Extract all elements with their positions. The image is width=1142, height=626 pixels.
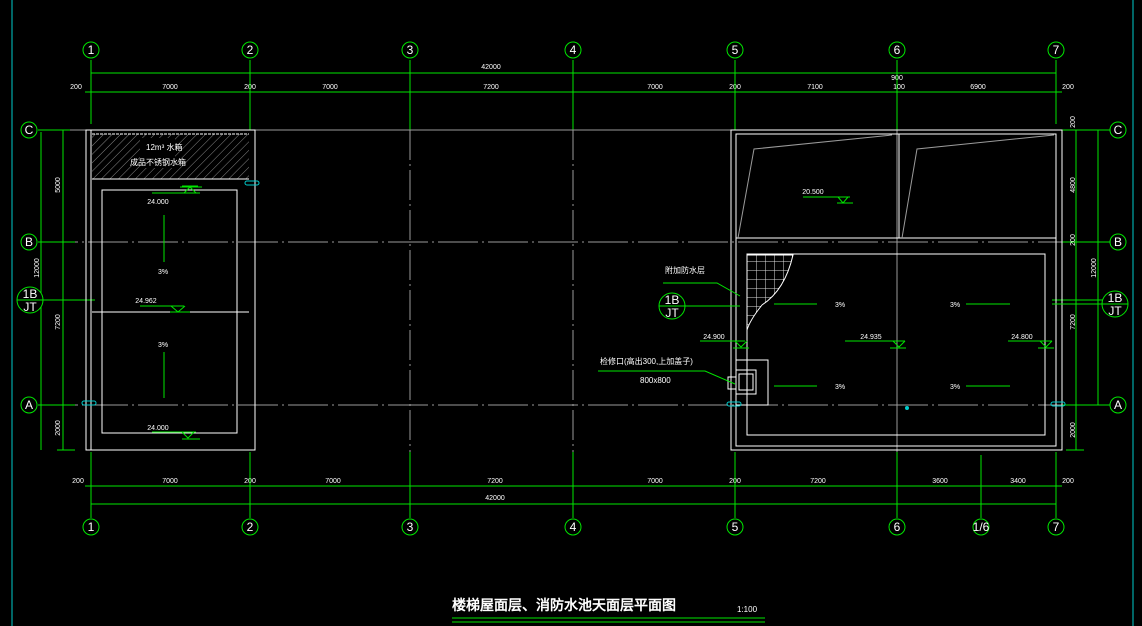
label-text: 4800 (1070, 177, 1077, 193)
label-text: 24.800 (1011, 334, 1033, 341)
label-text: 1B (23, 287, 38, 301)
label-text: 2 (247, 43, 254, 57)
dim-text: 7000 (322, 84, 338, 91)
label-text: 5 (732, 43, 739, 57)
label-text: 3% (835, 384, 845, 391)
dim-text: 7200 (483, 84, 499, 91)
dim-text: 200 (70, 84, 82, 91)
dim-text: 7000 (647, 478, 663, 485)
axis-bubbles-bottom: 1 2 3 4 5 6 1/6 7 (82, 518, 1065, 536)
stair-roof-plan: 12m³ 水箱 成品不锈钢水箱 3% 3% 24.000 24.962 24.0… (85, 129, 256, 451)
label-text: 7 (1053, 520, 1060, 534)
dim-text: 200 (1062, 478, 1074, 485)
dim-overall-top: 42000 (481, 64, 501, 71)
label-text: 1 (88, 43, 95, 57)
drawing-title: 楼梯屋面层、消防水池天面层平面图 (452, 597, 676, 613)
label-text: 7200 (1070, 314, 1077, 330)
dim-text: 7000 (162, 478, 178, 485)
label-text: 6 (894, 520, 901, 534)
label-text: B (1114, 235, 1122, 249)
label-text: 6 (894, 43, 901, 57)
waterproof-note-label: 附加防水层 (665, 265, 705, 275)
label-text: 24.000 (147, 199, 169, 206)
label-text: 3 (407, 43, 414, 57)
dim-text: 7200 (487, 478, 503, 485)
label-text: JT (1108, 304, 1122, 318)
drawing-title-block: 楼梯屋面层、消防水池天面层平面图 1:100 (452, 597, 765, 623)
label-text: 2000 (55, 420, 62, 436)
label-text: 3% (158, 269, 168, 276)
label-text: A (25, 398, 33, 412)
side-dimensions: 5000 12000 7200 2000 200 4800 200 12000 … (34, 116, 1098, 438)
label-text: B (25, 235, 33, 249)
row-grid-lines (38, 129, 1110, 451)
column-grid-lines (90, 60, 1057, 518)
label-text: 1B (665, 293, 680, 307)
label-text: 4 (570, 43, 577, 57)
drawing-scale: 1:100 (737, 605, 758, 614)
hatch-size-label: 800x800 (640, 376, 671, 385)
label-text: C (1114, 123, 1123, 137)
label-text: 12000 (1091, 258, 1098, 278)
label-text: 1/6 (973, 520, 990, 534)
label-text: 200 (1070, 234, 1077, 246)
label-text: JT (23, 300, 37, 314)
dim-text: 200 (72, 478, 84, 485)
top-dimensions: 42000 900 200 7000 200 7000 7200 7000 20… (70, 64, 1074, 93)
label-text: 24.962 (135, 298, 157, 305)
label-text: C (25, 123, 34, 137)
label-text: 3% (158, 342, 168, 349)
hatch-note-label: 检修口(高出300,上加盖子) (600, 356, 693, 366)
label-text: 7 (1053, 43, 1060, 57)
dim-text: 3600 (932, 478, 948, 485)
dim-text: 7200 (810, 478, 826, 485)
label-text: 20.500 (802, 189, 824, 196)
dim-text: 7100 (807, 84, 823, 91)
label-text: 1 (88, 520, 95, 534)
dim-text: 7000 (647, 84, 663, 91)
tank-capacity-label: 12m³ 水箱 (146, 142, 182, 152)
label-text: 24.000 (147, 425, 169, 432)
label-text: 4 (570, 520, 577, 534)
label-text: 24.935 (860, 334, 882, 341)
dim-text: 7000 (325, 478, 341, 485)
label-text: 24.900 (703, 334, 725, 341)
dim-text: 3400 (1010, 478, 1026, 485)
label-text: 5000 (55, 177, 62, 193)
label-text: 3% (950, 302, 960, 309)
dim-text: 100 (893, 84, 905, 91)
axis-bubbles-top: 1 2 3 4 5 6 7 (82, 41, 1065, 59)
dim-overall-bottom: 42000 (485, 495, 505, 502)
label-text: 200 (1070, 116, 1077, 128)
label-text: A (1114, 398, 1122, 412)
fire-tank-roof-plan: 20.500 附加防水层 3% 3% 3% 3% 24.900 24.935 2… (81, 129, 1066, 451)
dim-text: 6900 (970, 84, 986, 91)
dim-text: 7000 (162, 84, 178, 91)
label-text: JT (665, 306, 679, 320)
label-text: 2 (247, 520, 254, 534)
label-text: 12000 (34, 258, 41, 278)
access-hatch (735, 359, 769, 406)
label-text: 2000 (1070, 422, 1077, 438)
waterproof-detail-hatch (746, 254, 794, 331)
tank-note-label: 成品不锈钢水箱 (130, 157, 186, 167)
dim-text: 200 (1062, 84, 1074, 91)
label-text: 5 (732, 520, 739, 534)
label-text: 3 (407, 520, 414, 534)
label-text: 1B (1108, 291, 1123, 305)
label-text: 7200 (55, 314, 62, 330)
label-text: 3% (950, 384, 960, 391)
label-text: 3% (835, 302, 845, 309)
